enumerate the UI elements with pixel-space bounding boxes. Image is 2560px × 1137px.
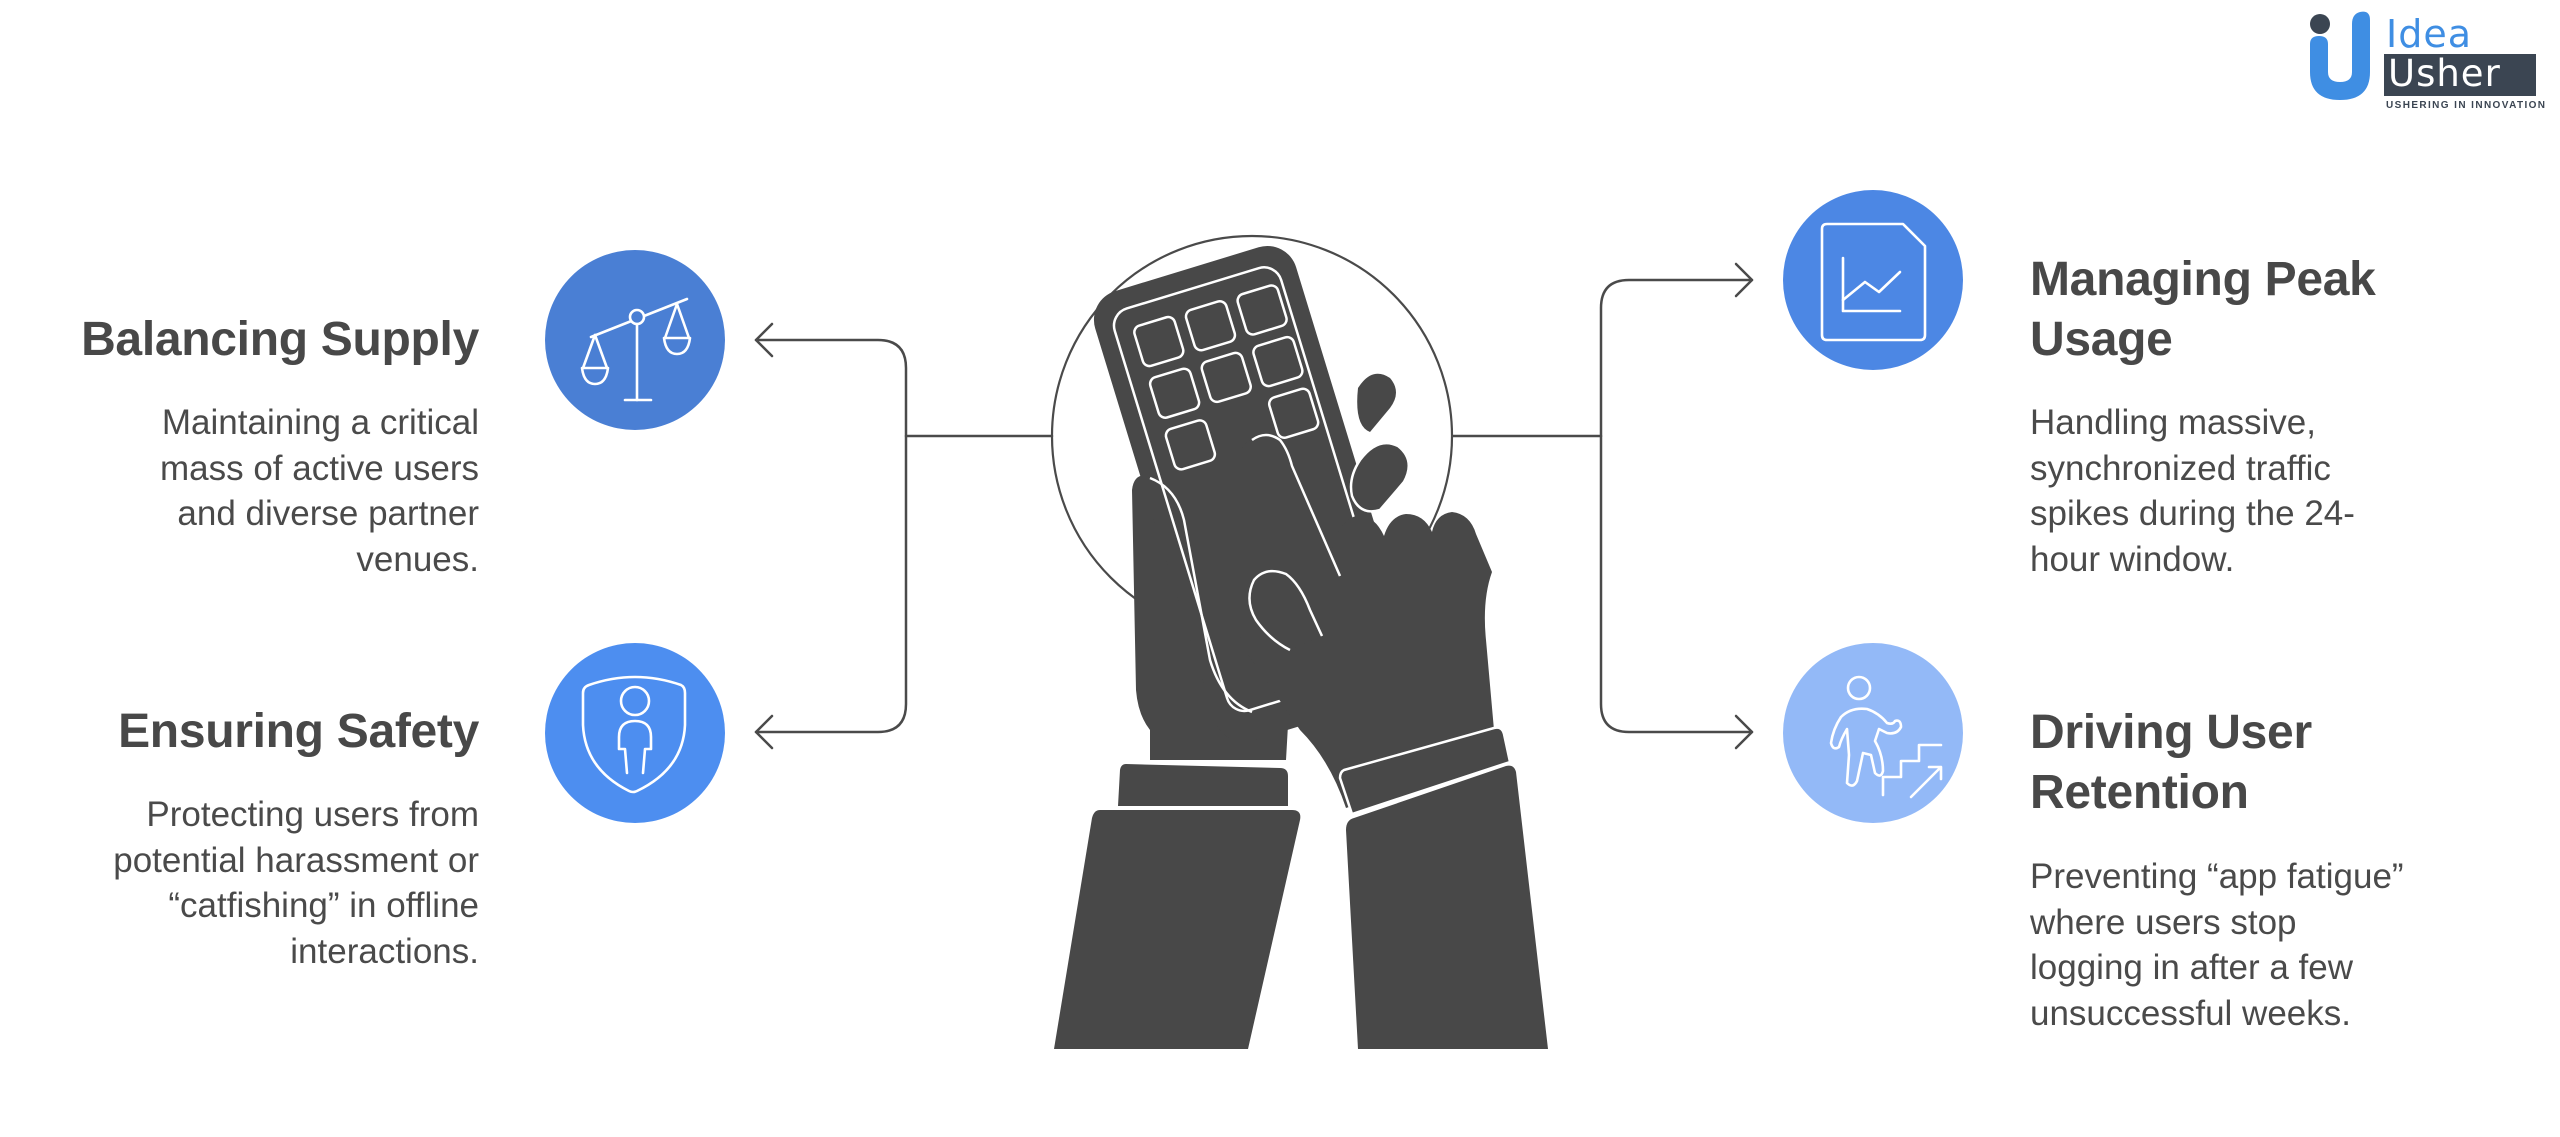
idea-usher-logo: Idea Usher USHERING IN INNOVATION [2300, 8, 2550, 112]
connector-right-bracket [1599, 278, 1754, 734]
ensuring-safety-title: Ensuring Safety [118, 705, 479, 758]
right-finger-top [1357, 373, 1396, 432]
right-sleeve [1346, 765, 1548, 1049]
scales-icon [580, 297, 692, 402]
connector-left-bracket [754, 338, 908, 734]
managing-peak-usage-title: Managing Peak Usage [2030, 253, 2376, 366]
keypad-keys [1133, 284, 1320, 471]
balancing-supply-description: Maintaining a critical mass of active us… [160, 403, 479, 579]
right-hand [1239, 436, 1502, 808]
balancing-supply-title: Balancing Supply [81, 313, 479, 366]
left-sleeve [1054, 810, 1301, 1049]
ensuring-safety-icon-circle [545, 643, 725, 823]
left-cuff [1118, 764, 1288, 806]
logo-tagline: USHERING IN INNOVATION [2386, 100, 2547, 111]
driving-user-retention-title: Driving User Retention [2030, 706, 2312, 819]
logo-word-usher: Usher [2388, 52, 2501, 95]
right-finger-mid [1349, 441, 1411, 513]
document-chart-icon [1820, 222, 1927, 342]
managing-peak-usage-description: Handling massive, synchronized traffic s… [2030, 403, 2355, 579]
arrowhead-managing-peak-icon [1734, 262, 1754, 298]
logo-word-idea: Idea [2386, 12, 2472, 56]
logo-mark-icon [2310, 11, 2370, 101]
driving-user-retention-icon-circle [1783, 643, 1963, 823]
managing-peak-usage-icon-circle [1783, 190, 1963, 370]
driving-user-retention-description: Preventing “app fatigue” where users sto… [2030, 857, 2404, 1033]
arrowhead-ensuring-safety-icon [754, 714, 774, 750]
right-cuff [1338, 726, 1512, 816]
hands-phone-illustration [1054, 245, 1548, 1049]
arrowhead-balancing-supply-icon [754, 322, 774, 358]
logo-usher-box: Usher [2384, 52, 2536, 96]
ensuring-safety-description: Protecting users from potential harassme… [113, 795, 479, 971]
balancing-supply-icon-circle [545, 250, 725, 430]
arrowhead-driving-retention-icon [1734, 714, 1754, 750]
person-climbing-stairs-icon [1829, 675, 1943, 799]
shield-person-icon [581, 675, 687, 794]
